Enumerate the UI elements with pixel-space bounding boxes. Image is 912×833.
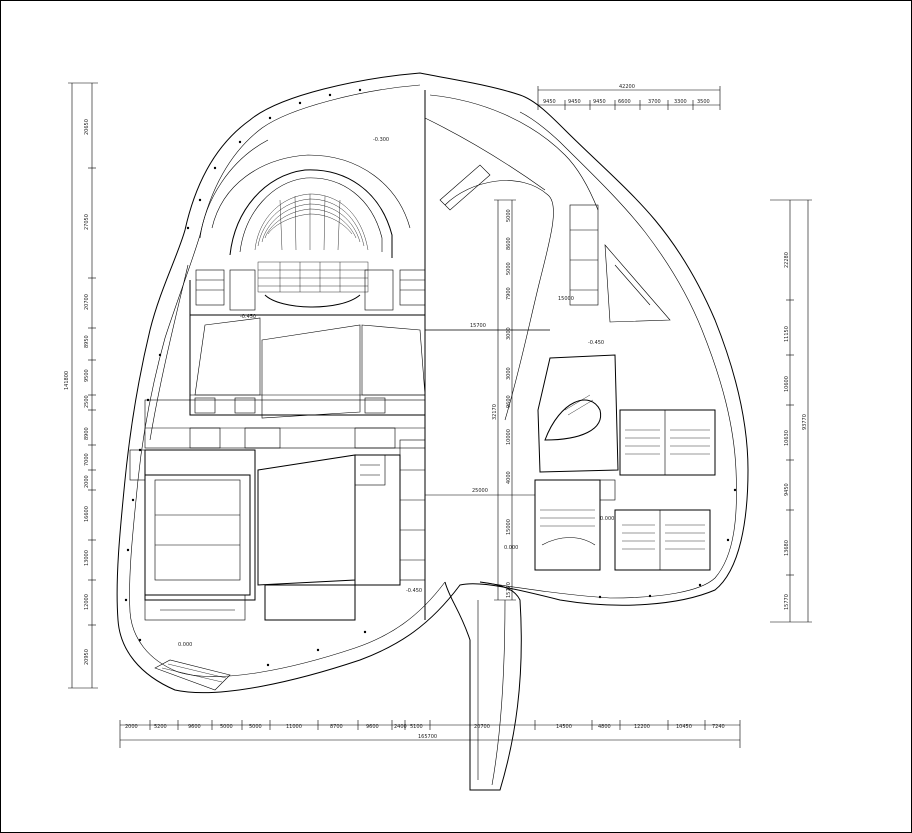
dimension-top: 42200 9450 9450 9450 6600 3700 3300 3500 (537, 84, 721, 110)
bottom-dim-part: 20700 (474, 724, 490, 730)
right-dim-part: 22280 (784, 252, 790, 268)
bottom-dim-part: 2000 (125, 724, 138, 730)
mid-dim-part: 4000 (506, 471, 512, 484)
top-dim-part: 9450 (568, 99, 581, 105)
bottom-dim-part: 8700 (330, 724, 343, 730)
stage-and-foyer (189, 314, 426, 419)
cinema-seating-top (625, 429, 710, 455)
dimension-middle: 32170 5000 8600 5000 7900 3000 3000 9600… (492, 199, 516, 601)
left-dim-part: 16600 (84, 506, 90, 522)
bottom-dim-part: 7240 (712, 724, 725, 730)
top-dim-part: 3500 (697, 99, 710, 105)
interior-dimensions: 15700 25000 15000 (425, 296, 574, 494)
mid-dim-part: 5000 (506, 262, 512, 275)
level-mark: 0.000 (178, 642, 192, 648)
mid-dim-part: 15000 (506, 519, 512, 535)
mid-dim-part: 7900 (506, 287, 512, 300)
left-dim-part: 20950 (84, 649, 90, 665)
level-mark: 0.000 (600, 516, 614, 522)
mid-dim-total: 32170 (492, 404, 498, 420)
top-dim-part: 3300 (674, 99, 687, 105)
bottom-dim-part: 5000 (249, 724, 262, 730)
mid-dim-part: 10000 (506, 429, 512, 445)
right-dim-total: 93770 (802, 414, 808, 430)
mid-dim-part: 15770 (506, 582, 512, 598)
level-mark: -0.450 (240, 314, 256, 320)
mid-dim-part: 5000 (506, 209, 512, 222)
bottom-dim-part: 9600 (188, 724, 201, 730)
main-auditorium (195, 154, 426, 311)
interior-dim: 25000 (472, 488, 488, 494)
structural-walls (189, 90, 550, 620)
level-markers: -0.300 -0.450 0.000 -0.450 0.000 -0.450 … (178, 137, 614, 648)
top-dim-part: 3700 (648, 99, 661, 105)
bottom-plaza (154, 659, 231, 691)
bottom-dim-part: 10450 (676, 724, 692, 730)
right-wing (439, 164, 716, 571)
left-dim-part: 8900 (84, 427, 90, 440)
left-dim-part: 13000 (84, 550, 90, 566)
right-dim-part: 10600 (784, 376, 790, 392)
level-mark: -0.450 (406, 588, 422, 594)
bottom-dim-part: 11000 (286, 724, 302, 730)
mid-dim-part: 9600 (506, 395, 512, 408)
lower-middle-halls (257, 439, 426, 621)
site-outline (116, 72, 749, 694)
bottom-dim-part: 2400 (394, 724, 407, 730)
cinema-seating-bottom (622, 524, 705, 550)
left-dim-part: 20700 (84, 294, 90, 310)
left-dim-total: 141800 (64, 371, 70, 390)
bottom-dim-total: 165700 (418, 734, 437, 740)
interior-dim: 15700 (470, 323, 486, 329)
right-dim-part: 13680 (784, 540, 790, 556)
perimeter-columns (124, 88, 737, 667)
left-dim-part: 20650 (84, 119, 90, 135)
bottom-dim-part: 4800 (598, 724, 611, 730)
right-dim-part: 10630 (784, 430, 790, 446)
mid-dim-part: 8600 (506, 237, 512, 250)
mid-dim-part: 3000 (506, 327, 512, 340)
left-dim-part: 2000 (84, 475, 90, 488)
left-dim-part: 12000 (84, 594, 90, 610)
left-dim-part: 2500 (84, 395, 90, 408)
bottom-dim-part: 5100 (410, 724, 423, 730)
auditorium-seating (254, 193, 369, 293)
top-dim-total: 42200 (619, 84, 635, 90)
bottom-dim-part: 14500 (556, 724, 572, 730)
top-dim-part: 9450 (543, 99, 556, 105)
left-dim-part: 9500 (84, 369, 90, 382)
lower-left-theatre (129, 449, 256, 621)
left-dim-part: 27050 (84, 214, 90, 230)
right-dim-part: 9450 (784, 483, 790, 496)
top-dim-part: 6600 (618, 99, 631, 105)
level-mark: -0.450 (588, 340, 604, 346)
top-dim-part: 9450 (593, 99, 606, 105)
interior-dim: 15000 (558, 296, 574, 302)
bottom-dim-part: 9600 (366, 724, 379, 730)
right-dim-part: 15770 (784, 594, 790, 610)
level-mark: -0.300 (373, 137, 389, 143)
right-dim-part: 11150 (784, 326, 790, 342)
left-dim-part: 8950 (84, 335, 90, 348)
left-dim-part: 7000 (84, 453, 90, 466)
corridor (144, 399, 426, 449)
bottom-dim-part: 5000 (220, 724, 233, 730)
level-mark: 0.000 (504, 545, 518, 551)
mid-dim-part: 3000 (506, 367, 512, 380)
bottom-dim-part: 5200 (154, 724, 167, 730)
dimension-bottom: 165700 2000 5200 9600 5000 5000 11000 87… (119, 720, 741, 748)
dimension-right: 93770 22280 11150 10600 10630 9450 13680… (770, 199, 812, 623)
entrance-spur (444, 581, 522, 791)
bottom-dim-part: 12200 (634, 724, 650, 730)
dimension-left: 141800 20650 27050 20700 8950 9500 2500 … (64, 82, 98, 689)
